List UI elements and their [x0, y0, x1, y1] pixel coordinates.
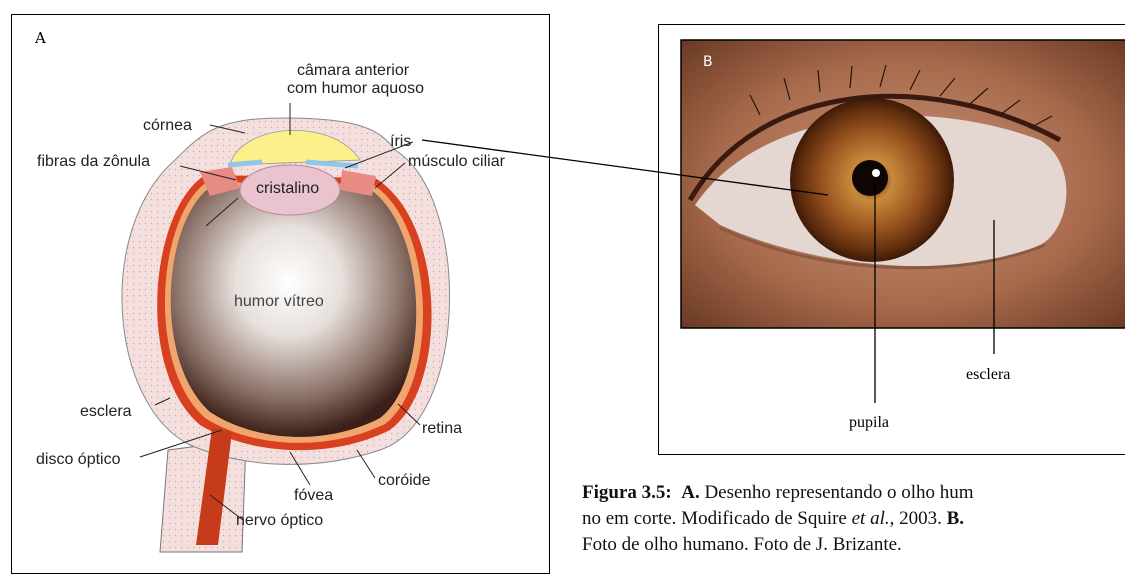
photo-pupil: [852, 160, 888, 196]
label-cornea: córnea: [143, 117, 192, 135]
label-cristalino: cristalino: [256, 180, 319, 198]
label-esclera-b: esclera: [966, 366, 1010, 384]
label-camara-line1: câmara anterior: [297, 62, 409, 80]
label-nervo: nervo óptico: [236, 512, 323, 530]
label-humor-vitreo: humor vítreo: [234, 293, 324, 311]
figure-caption: Figura 3.5: A. Desenho representando o o…: [582, 480, 1125, 558]
label-iris: íris: [390, 133, 411, 151]
label-musculo: músculo ciliar: [408, 153, 505, 171]
caption-b-label: B.: [947, 508, 964, 529]
caption-line-1: Figura 3.5: A. Desenho representando o o…: [582, 480, 1125, 506]
vitreous-shape: [171, 186, 416, 437]
photo-highlight: [872, 169, 880, 177]
caption-line-3: Foto de olho humano. Foto de J. Brizante…: [582, 532, 1125, 558]
label-camara-line2: com humor aquoso: [287, 80, 424, 98]
caption-a-label: A.: [681, 482, 699, 503]
label-fovea: fóvea: [294, 487, 333, 505]
caption-line-2: no em corte. Modificado de Squire et al.…: [582, 506, 1125, 532]
label-coroide: coróide: [378, 472, 430, 490]
panel-b-letter: B: [703, 54, 713, 70]
label-esclera-a: esclera: [80, 403, 132, 421]
caption-line2-italic: et al.: [852, 508, 890, 529]
caption-line2-post: , 2003.: [890, 508, 947, 529]
label-pupila: pupila: [849, 414, 889, 432]
label-retina: retina: [422, 420, 462, 438]
caption-line2-pre: no em corte. Modificado de Squire: [582, 508, 852, 529]
label-disco: disco óptico: [36, 451, 121, 469]
caption-line1-text: Desenho representando o olho hum: [700, 482, 974, 503]
label-fibras: fibras da zônula: [37, 153, 150, 171]
caption-figure-label: Figura 3.5:: [582, 482, 672, 503]
